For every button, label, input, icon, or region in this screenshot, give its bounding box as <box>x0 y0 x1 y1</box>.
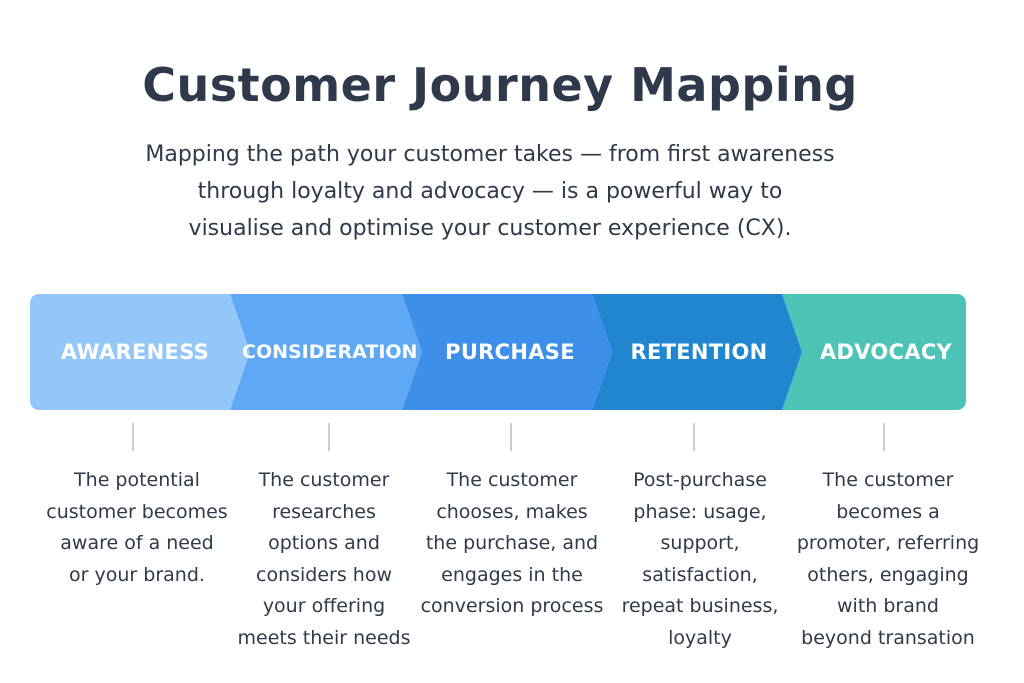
description-line: customer becomes <box>46 500 228 523</box>
description-line: The potential <box>74 469 200 491</box>
stage-label-advocacy: ADVOCACY <box>819 340 953 364</box>
description-line: promoter, referring <box>796 532 980 554</box>
stage-segment-purchase <box>402 294 612 410</box>
description-line: loyalty <box>668 626 732 649</box>
stage-description-awareness: The potential customer becomes aware of … <box>37 465 237 591</box>
description-line: The customer <box>258 469 390 491</box>
stage-label-retention: RETENTION <box>630 340 768 364</box>
description-line: The customer <box>446 469 578 491</box>
description-line: engages in the <box>441 563 583 586</box>
description-line: researches <box>272 500 376 523</box>
stage-label-purchase: PURCHASE <box>445 340 575 364</box>
stage-description-advocacy: The customer becomes a promoter, referri… <box>788 465 988 654</box>
stage-description-purchase: The customer chooses, makes the purchase… <box>412 465 612 623</box>
description-line: options and <box>268 532 380 554</box>
stage-description-consideration: The customer researches options and cons… <box>224 465 424 654</box>
stage-connector <box>693 423 695 451</box>
stage-description-retention: Post-purchase phase: usage, support, sat… <box>600 465 800 654</box>
stage-connector <box>132 423 134 451</box>
description-line: aware of a need <box>60 532 214 554</box>
description-line: Post-purchase <box>633 469 767 491</box>
description-line: conversion process <box>420 595 604 617</box>
stage-connector <box>883 423 885 451</box>
description-line: meets their needs <box>237 626 411 649</box>
description-line: the purchase, and <box>425 532 599 554</box>
description-line: considers how <box>256 563 392 586</box>
journey-arrow-bar: AWARENESS CONSIDERATION PURCHASE RETENTI… <box>30 294 966 410</box>
stage-segment-consideration <box>230 294 422 410</box>
stage-segment-retention <box>592 294 802 410</box>
description-line: chooses, makes <box>436 500 588 523</box>
description-line: with brand <box>837 595 939 617</box>
description-line: beyond transation <box>801 626 975 649</box>
description-line: your offering <box>262 595 386 617</box>
stage-connector <box>510 423 512 451</box>
stage-label-awareness: AWARENESS <box>60 340 210 364</box>
intro-line: visualise and optimise your customer exp… <box>188 216 792 241</box>
description-line: phase: usage, <box>633 500 767 523</box>
stage-segment-awareness <box>30 294 250 410</box>
stage-connector <box>328 423 330 451</box>
description-line: or your brand. <box>69 563 205 586</box>
page-title: Customer Journey Mapping <box>142 58 858 112</box>
intro-line: through loyalty and advocacy — is a powe… <box>197 179 783 204</box>
journey-arrow-svg <box>30 294 966 410</box>
intro-text: Mapping the path your customer takes — f… <box>0 136 980 247</box>
stage-segment-advocacy <box>782 294 966 410</box>
description-line: repeat business, <box>621 595 779 617</box>
description-line: The customer <box>822 469 954 491</box>
description-line: satisfaction, <box>642 563 758 586</box>
stage-label-consideration: CONSIDERATION <box>242 341 418 363</box>
description-line: support, <box>660 532 740 554</box>
intro-line: Mapping the path your customer takes — f… <box>145 142 835 167</box>
description-line: becomes a <box>836 500 940 523</box>
description-line: others, engaging <box>807 563 969 586</box>
